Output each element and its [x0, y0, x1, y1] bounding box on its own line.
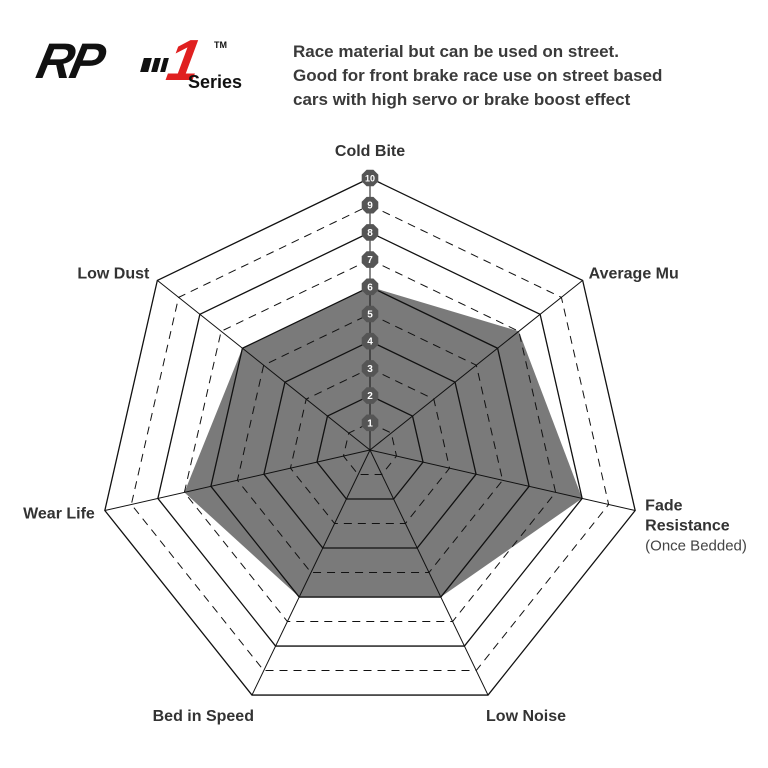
- scale-label-3: 3: [367, 364, 373, 375]
- axis-spoke-4: [369, 449, 489, 696]
- axis-label-1: Cold Bite: [335, 143, 405, 160]
- axis-sublabel-3: (Once Bedded): [645, 538, 747, 555]
- grid-ring-8: [157, 231, 583, 647]
- scale-label-10: 10: [365, 174, 375, 184]
- scale-badge-8: [361, 224, 379, 241]
- axis-spoke-7: [157, 280, 371, 451]
- scale-label-6: 6: [367, 282, 373, 293]
- description-line-2: Good for front brake race use on street …: [293, 66, 663, 85]
- axis-label-6: Wear Life: [23, 506, 95, 523]
- grid-ring-6: [210, 286, 530, 598]
- grid-ring-7: [183, 259, 557, 623]
- scale-label-9: 9: [367, 201, 373, 212]
- axis-label-7: Low Dust: [77, 265, 150, 282]
- description-line-1: Race material but can be used on street.: [293, 42, 619, 61]
- axis-spoke-6: [104, 449, 371, 512]
- scale-label-1: 1: [367, 418, 373, 429]
- grid-ring-5: [236, 313, 504, 574]
- grid-ring-2: [316, 394, 424, 500]
- grid-ring-9: [130, 204, 610, 672]
- scale-label-4: 4: [367, 337, 373, 348]
- grid-ring-3: [289, 367, 451, 525]
- scale-badge-1: [361, 414, 379, 432]
- logo-series-text: Series: [188, 72, 243, 92]
- scale-badge-9: [361, 196, 379, 214]
- axis-spoke-5: [251, 449, 371, 696]
- axis-label-5: Bed in Speed: [153, 708, 254, 725]
- scale-label-7: 7: [367, 255, 373, 266]
- scale-badge-4: [361, 332, 379, 350]
- scale-badge-10: [361, 169, 379, 187]
- scale-label-5: 5: [367, 310, 373, 321]
- description-line-3: cars with high servo or brake boost effe…: [293, 90, 631, 109]
- scale-badge-6: [361, 278, 379, 296]
- grid-ring-10: [104, 177, 636, 696]
- scale-label-8: 8: [367, 228, 373, 239]
- logo-trademark: TM: [214, 40, 227, 50]
- data-area: [184, 286, 583, 598]
- scale-badge-7: [361, 251, 379, 268]
- axis-label-4: Low Noise: [486, 708, 566, 725]
- axis-spoke-2: [369, 280, 583, 451]
- grid-ring-4: [263, 340, 477, 549]
- scale-badge-5: [361, 305, 379, 323]
- axis-spoke-3: [369, 449, 636, 512]
- scale-label-2: 2: [367, 391, 373, 402]
- scale-badge-2: [361, 387, 379, 404]
- scale-badge-3: [361, 360, 379, 377]
- rp1-logo: RP 1 TM Series: [32, 28, 248, 98]
- product-description: Race material but can be used on street.…: [293, 40, 733, 112]
- axis-label-2: Average Mu: [589, 265, 679, 282]
